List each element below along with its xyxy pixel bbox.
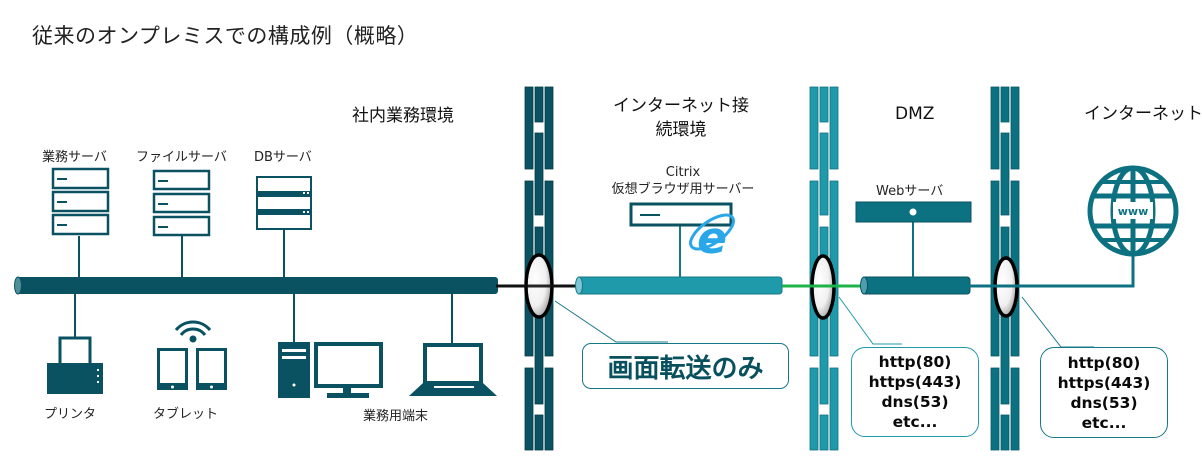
zone-dmz-label: DMZ	[895, 104, 935, 124]
dmz-ports-callout: http(80) https(443) dns(53) etc...	[851, 347, 979, 437]
port-item: etc...	[1081, 413, 1127, 432]
proxy-network-bus	[575, 276, 783, 295]
port-item: dns(53)	[881, 393, 949, 411]
printer-icon	[47, 294, 103, 394]
db-server-label: DBサーバ	[254, 150, 312, 165]
citrix-server-label-line2: 仮想ブラウザ用サーバー	[611, 182, 755, 197]
svg-text:e: e	[697, 213, 727, 264]
internal-network-bus	[14, 276, 498, 295]
citrix-server-label-line1: Citrix	[665, 165, 701, 180]
file-server-label: ファイルサーバ	[136, 150, 227, 165]
printer-label: プリンタ	[44, 407, 97, 422]
port-item: https(443)	[1057, 373, 1151, 392]
zone-internet-connect-line1: インターネット接	[613, 96, 749, 116]
file-server-icon	[152, 169, 211, 277]
internet-explorer-icon: e	[689, 213, 735, 264]
port-item: http(80)	[878, 353, 952, 371]
terminal-label: 業務用端末	[363, 409, 429, 424]
port-item: dns(53)	[1070, 393, 1138, 412]
zone-internet-label: インターネット	[1084, 104, 1202, 124]
web-server-icon	[855, 201, 972, 277]
diagram-title: 従来のオンプレミスでの構成例（概略）	[32, 24, 419, 48]
business-server-icon	[51, 167, 110, 277]
desktop-pc-icon	[278, 294, 383, 398]
screen-transfer-text: 画面転送のみ	[607, 353, 764, 384]
callout-3-pointer	[1021, 296, 1094, 348]
internet-ports-callout: http(80) https(443) dns(53) etc...	[1040, 347, 1168, 438]
db-server-icon	[256, 176, 312, 277]
citrix-server-label: Citrix 仮想ブラウザ用サーバー	[608, 164, 758, 198]
port-item: http(80)	[1067, 353, 1141, 372]
zone-internal-label: 社内業務環境	[352, 106, 454, 126]
zone-internet-connect-label: インターネット接 続環境	[606, 94, 756, 142]
callout-2-pointer	[838, 296, 902, 345]
port-item: etc...	[892, 413, 938, 431]
laptop-icon	[409, 294, 497, 396]
business-server-label: 業務サーバ	[42, 150, 107, 165]
port-item: https(443)	[868, 373, 962, 391]
zone-internet-connect-line2: 続環境	[655, 120, 707, 140]
callout-1-pointer	[554, 300, 668, 343]
tablet-icon	[157, 320, 227, 390]
web-server-label: Webサーバ	[876, 184, 944, 199]
dmz-network-bus	[860, 276, 971, 295]
screen-transfer-callout: 画面転送のみ	[582, 343, 789, 389]
tablet-label: タブレット	[153, 407, 219, 422]
internet-globe-icon	[1087, 165, 1179, 257]
globe-www-text: www	[1118, 205, 1149, 218]
